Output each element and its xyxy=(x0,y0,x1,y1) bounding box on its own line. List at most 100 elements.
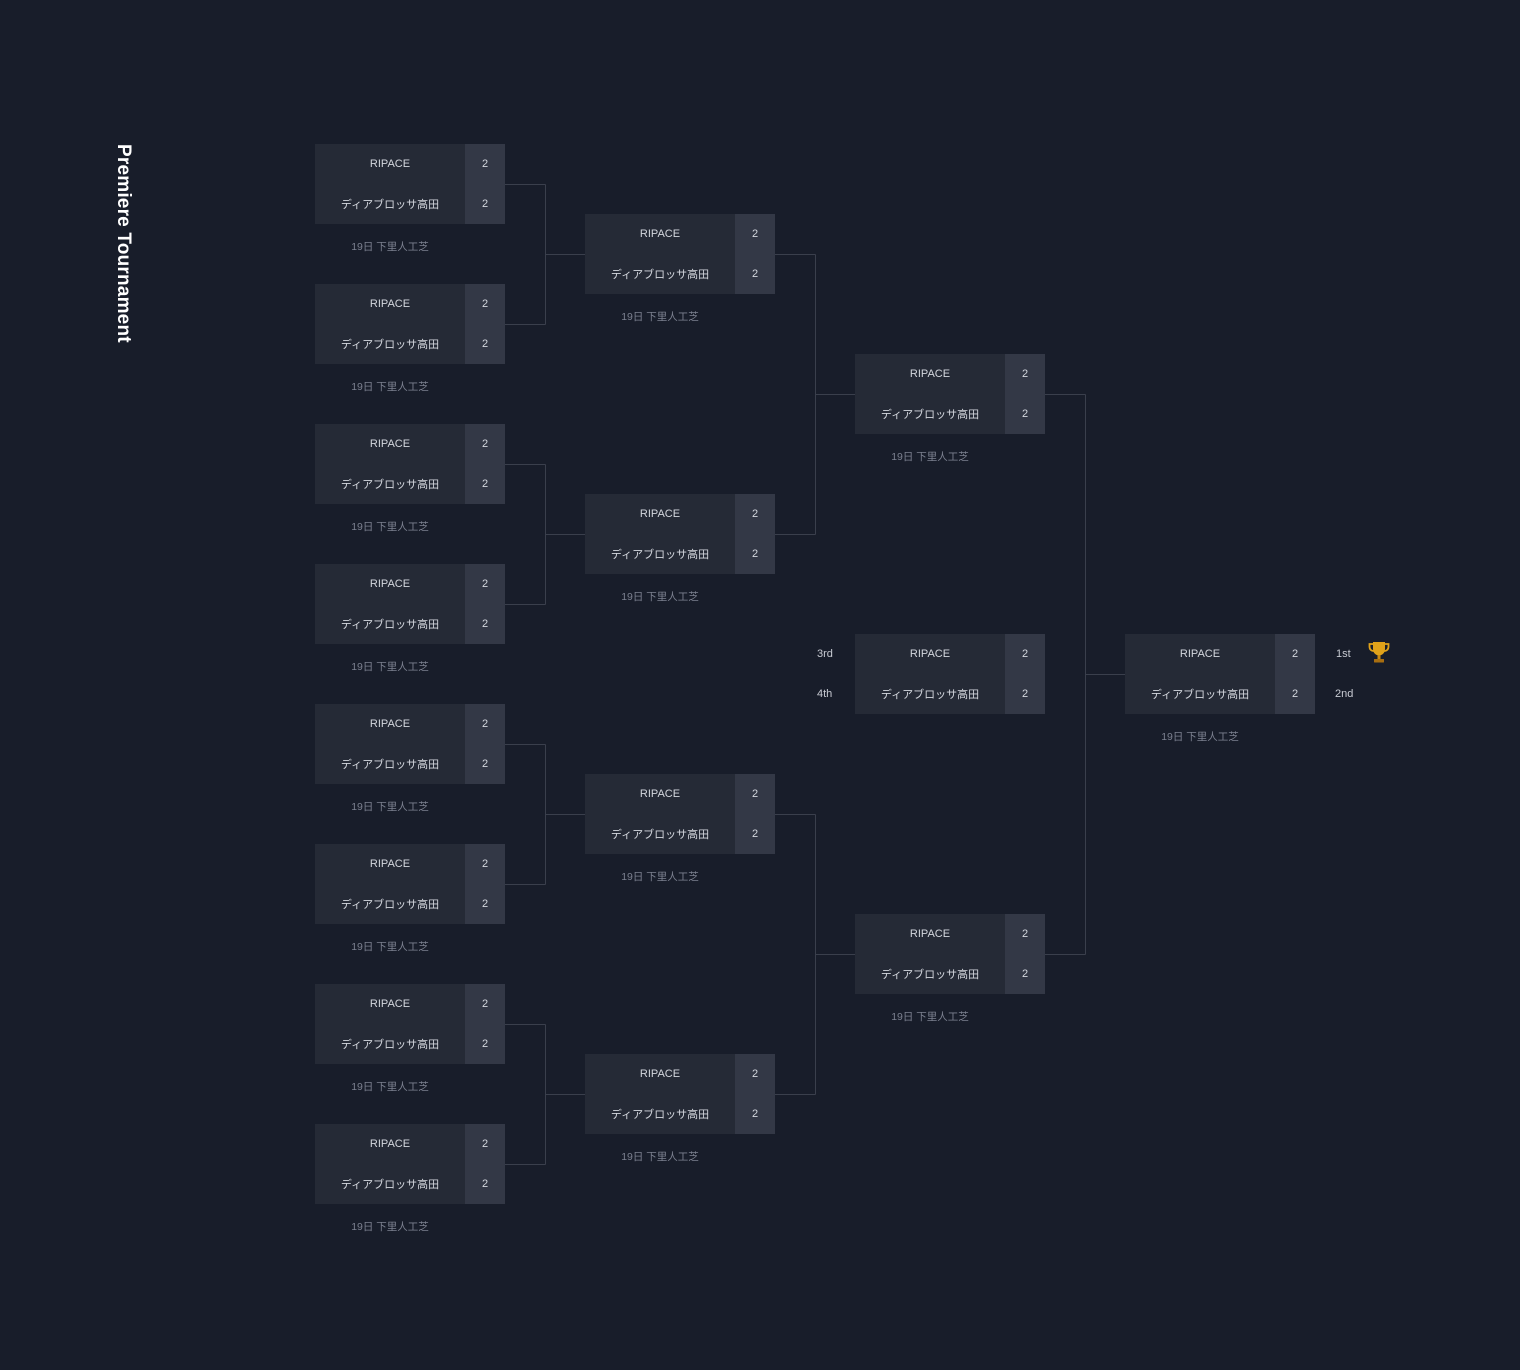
team-score: 2 xyxy=(465,704,505,744)
match-info: 19日 下里人工芝 xyxy=(891,1011,969,1023)
team-name: ディアブロッサ高田 xyxy=(315,1164,465,1204)
match-info: 19日 下里人工芝 xyxy=(351,661,429,673)
team-score: 2 xyxy=(465,984,505,1024)
team-name: ディアブロッサ高田 xyxy=(585,534,735,574)
tournament-title: Premiere Tournament xyxy=(113,144,134,343)
team-name: RIPACE xyxy=(855,634,1005,674)
team-score: 2 xyxy=(465,284,505,324)
team-name: ディアブロッサ高田 xyxy=(1125,674,1275,714)
team-name: ディアブロッサ高田 xyxy=(315,464,465,504)
team-name: RIPACE xyxy=(585,494,735,534)
team-score: 2 xyxy=(465,844,505,884)
team-score: 2 xyxy=(1005,394,1045,434)
team-name: RIPACE xyxy=(315,144,465,184)
match-info: 19日 下里人工芝 xyxy=(621,871,699,883)
team-score: 2 xyxy=(1275,634,1315,674)
team-score: 2 xyxy=(735,774,775,814)
team-name: RIPACE xyxy=(315,284,465,324)
team-name: ディアブロッサ高田 xyxy=(315,324,465,364)
team-score: 2 xyxy=(735,254,775,294)
match-info: 19日 下里人工芝 xyxy=(621,311,699,323)
team-name: RIPACE xyxy=(585,774,735,814)
match-info: 19日 下里人工芝 xyxy=(1161,731,1239,743)
team-score: 2 xyxy=(1005,354,1045,394)
rank-label-1st: 1st xyxy=(1336,648,1351,660)
team-name: RIPACE xyxy=(855,354,1005,394)
rank-label-3rd: 3rd xyxy=(817,648,833,660)
team-name: RIPACE xyxy=(585,214,735,254)
match-info: 19日 下里人工芝 xyxy=(621,1151,699,1163)
trophy-icon xyxy=(1368,640,1390,669)
match-info: 19日 下里人工芝 xyxy=(351,241,429,253)
team-score: 2 xyxy=(735,534,775,574)
team-score: 2 xyxy=(465,324,505,364)
team-score: 2 xyxy=(735,1094,775,1134)
team-name: ディアブロッサ高田 xyxy=(855,674,1005,714)
team-name: ディアブロッサ高田 xyxy=(315,1024,465,1064)
team-score: 2 xyxy=(735,1054,775,1094)
team-score: 2 xyxy=(1005,914,1045,954)
team-name: ディアブロッサ高田 xyxy=(315,884,465,924)
match-info: 19日 下里人工芝 xyxy=(351,521,429,533)
team-name: ディアブロッサ高田 xyxy=(855,394,1005,434)
team-name: ディアブロッサ高田 xyxy=(315,744,465,784)
team-score: 2 xyxy=(465,1164,505,1204)
team-score: 2 xyxy=(1005,674,1045,714)
team-score: 2 xyxy=(465,144,505,184)
team-score: 2 xyxy=(465,1024,505,1064)
team-name: ディアブロッサ高田 xyxy=(315,604,465,644)
match-info: 19日 下里人工芝 xyxy=(351,381,429,393)
team-name: ディアブロッサ高田 xyxy=(585,814,735,854)
team-name: RIPACE xyxy=(315,704,465,744)
